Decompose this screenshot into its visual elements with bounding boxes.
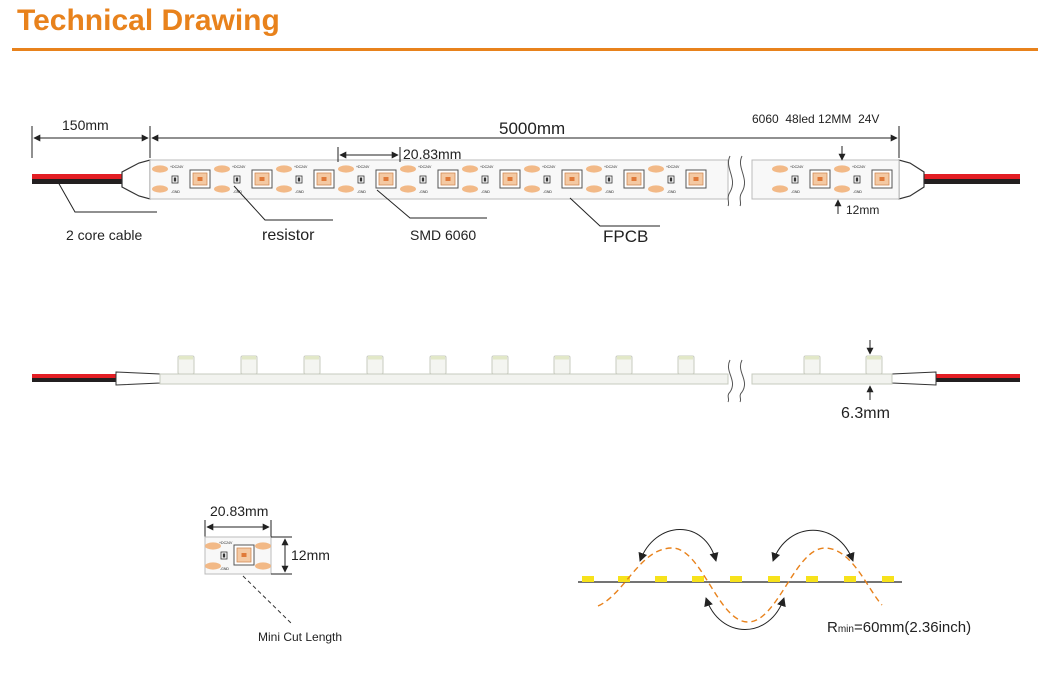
dim-total-length: 5000mm	[499, 119, 565, 138]
dim-segment-length: 20.83mm	[403, 146, 461, 162]
radius-prefix: R	[827, 619, 838, 636]
cut-unit: 20.83mm +DC24V -GND 12mm Mini Cut Length	[204, 503, 342, 644]
radius-value: =60mm(2.36inch)	[854, 619, 971, 636]
mini-cut-label: Mini Cut Length	[258, 630, 342, 644]
dim-width: 12mm	[846, 203, 879, 217]
label-resistor: resistor	[262, 227, 315, 244]
dimension-150mm: 150mm	[31, 117, 151, 158]
label-smd-6060: SMD 6060	[410, 227, 476, 243]
dimension-height: 6.3mm	[841, 340, 890, 422]
callout-resistor: resistor	[233, 185, 333, 244]
spec-label: 6060 48led 12MM 24V	[752, 112, 879, 126]
label-2-core-cable: 2 core cable	[66, 227, 142, 243]
dimension-width-12mm: 12mm	[834, 146, 879, 217]
svg-text:-GND: -GND	[220, 567, 229, 571]
callout-fpcb: FPCB	[569, 197, 660, 246]
callout-smd: SMD 6060	[376, 189, 487, 243]
label-fpcb: FPCB	[603, 227, 648, 246]
dimension-5000mm: 5000mm 6060 48led 12MM 24V	[151, 112, 900, 158]
title-underline	[12, 48, 1038, 51]
end-cap-left	[121, 159, 151, 200]
dim-wire-length: 150mm	[62, 117, 109, 133]
callout-cable: 2 core cable	[57, 181, 157, 243]
bend-diagram: Rmin=60mm(2.36inch)	[578, 529, 971, 636]
dim-height: 6.3mm	[841, 405, 890, 422]
wire-red-right	[922, 174, 1020, 179]
side-view-strip	[32, 355, 1020, 403]
svg-text:+DC24V: +DC24V	[219, 541, 233, 545]
wire-black-left	[32, 179, 124, 184]
bend-radius-label: Rmin=60mm(2.36inch)	[827, 619, 971, 636]
wire-red-left	[32, 174, 124, 179]
cut-length-dim: 20.83mm	[210, 503, 268, 519]
end-cap-right	[898, 159, 925, 200]
wire-black-right	[922, 179, 1020, 184]
top-view-strip	[32, 155, 1020, 207]
cut-width-dim: 12mm	[291, 547, 330, 563]
page-title: Technical Drawing	[17, 4, 280, 37]
radius-subscript: min	[838, 624, 854, 635]
dimension-segment: 20.83mm	[337, 146, 461, 162]
